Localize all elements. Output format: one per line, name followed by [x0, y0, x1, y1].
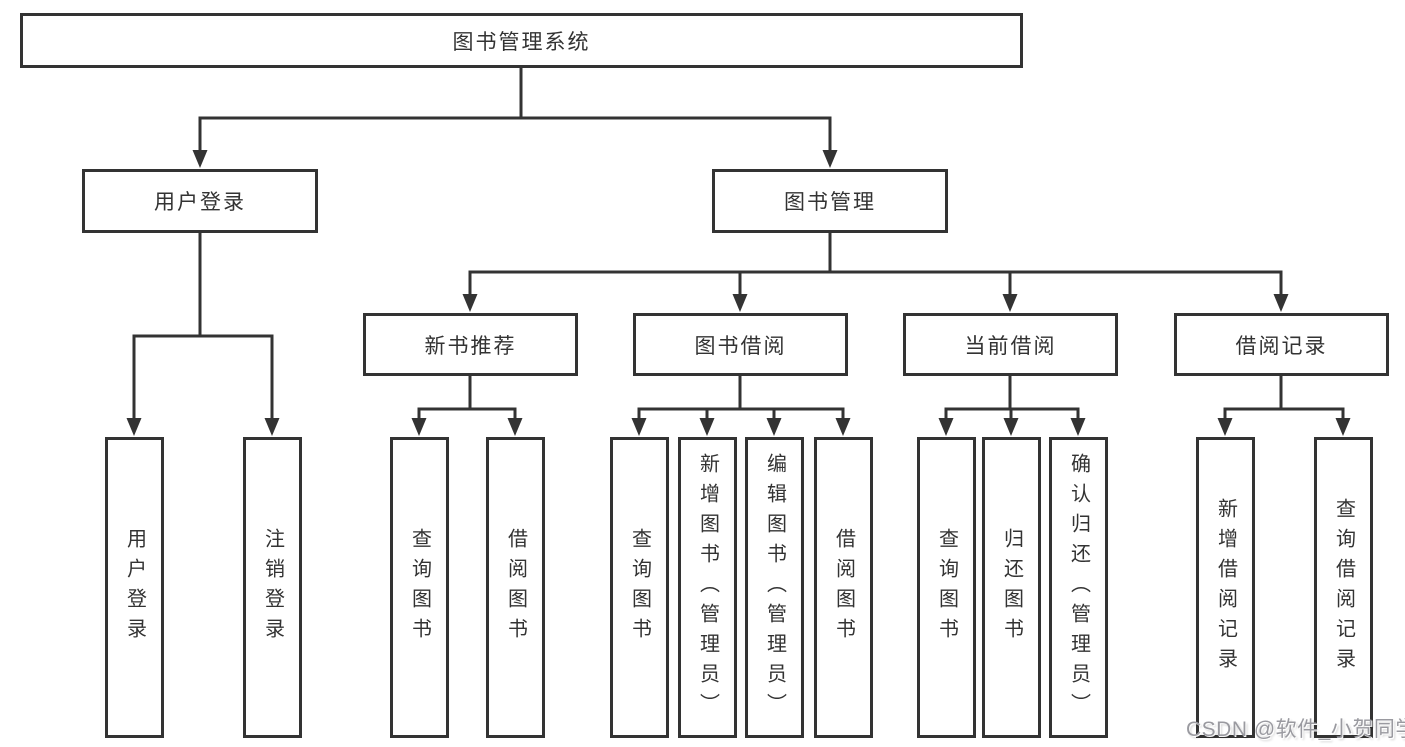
- node-library-management-system: 图书管理系统: [20, 13, 1023, 68]
- leaf-borrowing-query-books: 查询图书: [610, 437, 669, 738]
- node-label: 新增图书（管理员）: [696, 452, 719, 723]
- leaf-current-query-books: 查询图书: [917, 437, 976, 738]
- node-current-borrowing: 当前借阅: [903, 313, 1118, 376]
- node-book-management: 图书管理: [712, 169, 948, 233]
- leaf-borrowing-edit-books-admin: 编辑图书（管理员）: [745, 437, 804, 738]
- csdn-watermark: CSDN @软件_小贺同学: [1186, 718, 1405, 741]
- node-label: 确认归还（管理员）: [1067, 452, 1090, 723]
- leaf-recommend-query-books: 查询图书: [390, 437, 449, 738]
- node-label: 借阅记录: [1235, 334, 1328, 358]
- node-label: 图书管理: [784, 191, 876, 214]
- node-label: 用户登录: [123, 527, 146, 648]
- node-label: 当前借阅: [964, 334, 1057, 358]
- node-label: 用户登录: [154, 191, 246, 214]
- leaf-borrowing-add-books-admin: 新增图书（管理员）: [678, 437, 737, 738]
- node-label: 新增借阅记录: [1214, 497, 1237, 678]
- node-label: 注销登录: [261, 527, 284, 648]
- node-new-book-recommendation: 新书推荐: [363, 313, 578, 376]
- node-label: 查询借阅记录: [1332, 497, 1355, 678]
- leaf-current-return-books: 归还图书: [982, 437, 1041, 738]
- node-book-borrowing: 图书借阅: [633, 313, 848, 376]
- node-borrowing-records: 借阅记录: [1174, 313, 1389, 376]
- leaf-records-query-record: 查询借阅记录: [1314, 437, 1373, 738]
- node-label: 编辑图书（管理员）: [763, 452, 786, 723]
- node-user-login: 用户登录: [82, 169, 318, 233]
- node-label: 查询图书: [935, 527, 958, 648]
- leaf-user-login: 用户登录: [105, 437, 164, 738]
- node-label: 新书推荐: [424, 334, 517, 358]
- leaf-recommend-borrow-books: 借阅图书: [486, 437, 545, 738]
- leaf-logout: 注销登录: [243, 437, 302, 738]
- node-label: 借阅图书: [832, 527, 855, 648]
- node-label: 查询图书: [628, 527, 651, 648]
- node-label: 图书借阅: [694, 334, 787, 358]
- leaf-borrowing-borrow-books: 借阅图书: [814, 437, 873, 738]
- node-label: 借阅图书: [504, 527, 527, 648]
- node-label: 查询图书: [408, 527, 431, 648]
- node-label: 归还图书: [1000, 527, 1023, 648]
- leaf-current-confirm-return-admin: 确认归还（管理员）: [1049, 437, 1108, 738]
- leaf-records-add-record: 新增借阅记录: [1196, 437, 1255, 738]
- node-label: 图书管理系统: [452, 30, 591, 54]
